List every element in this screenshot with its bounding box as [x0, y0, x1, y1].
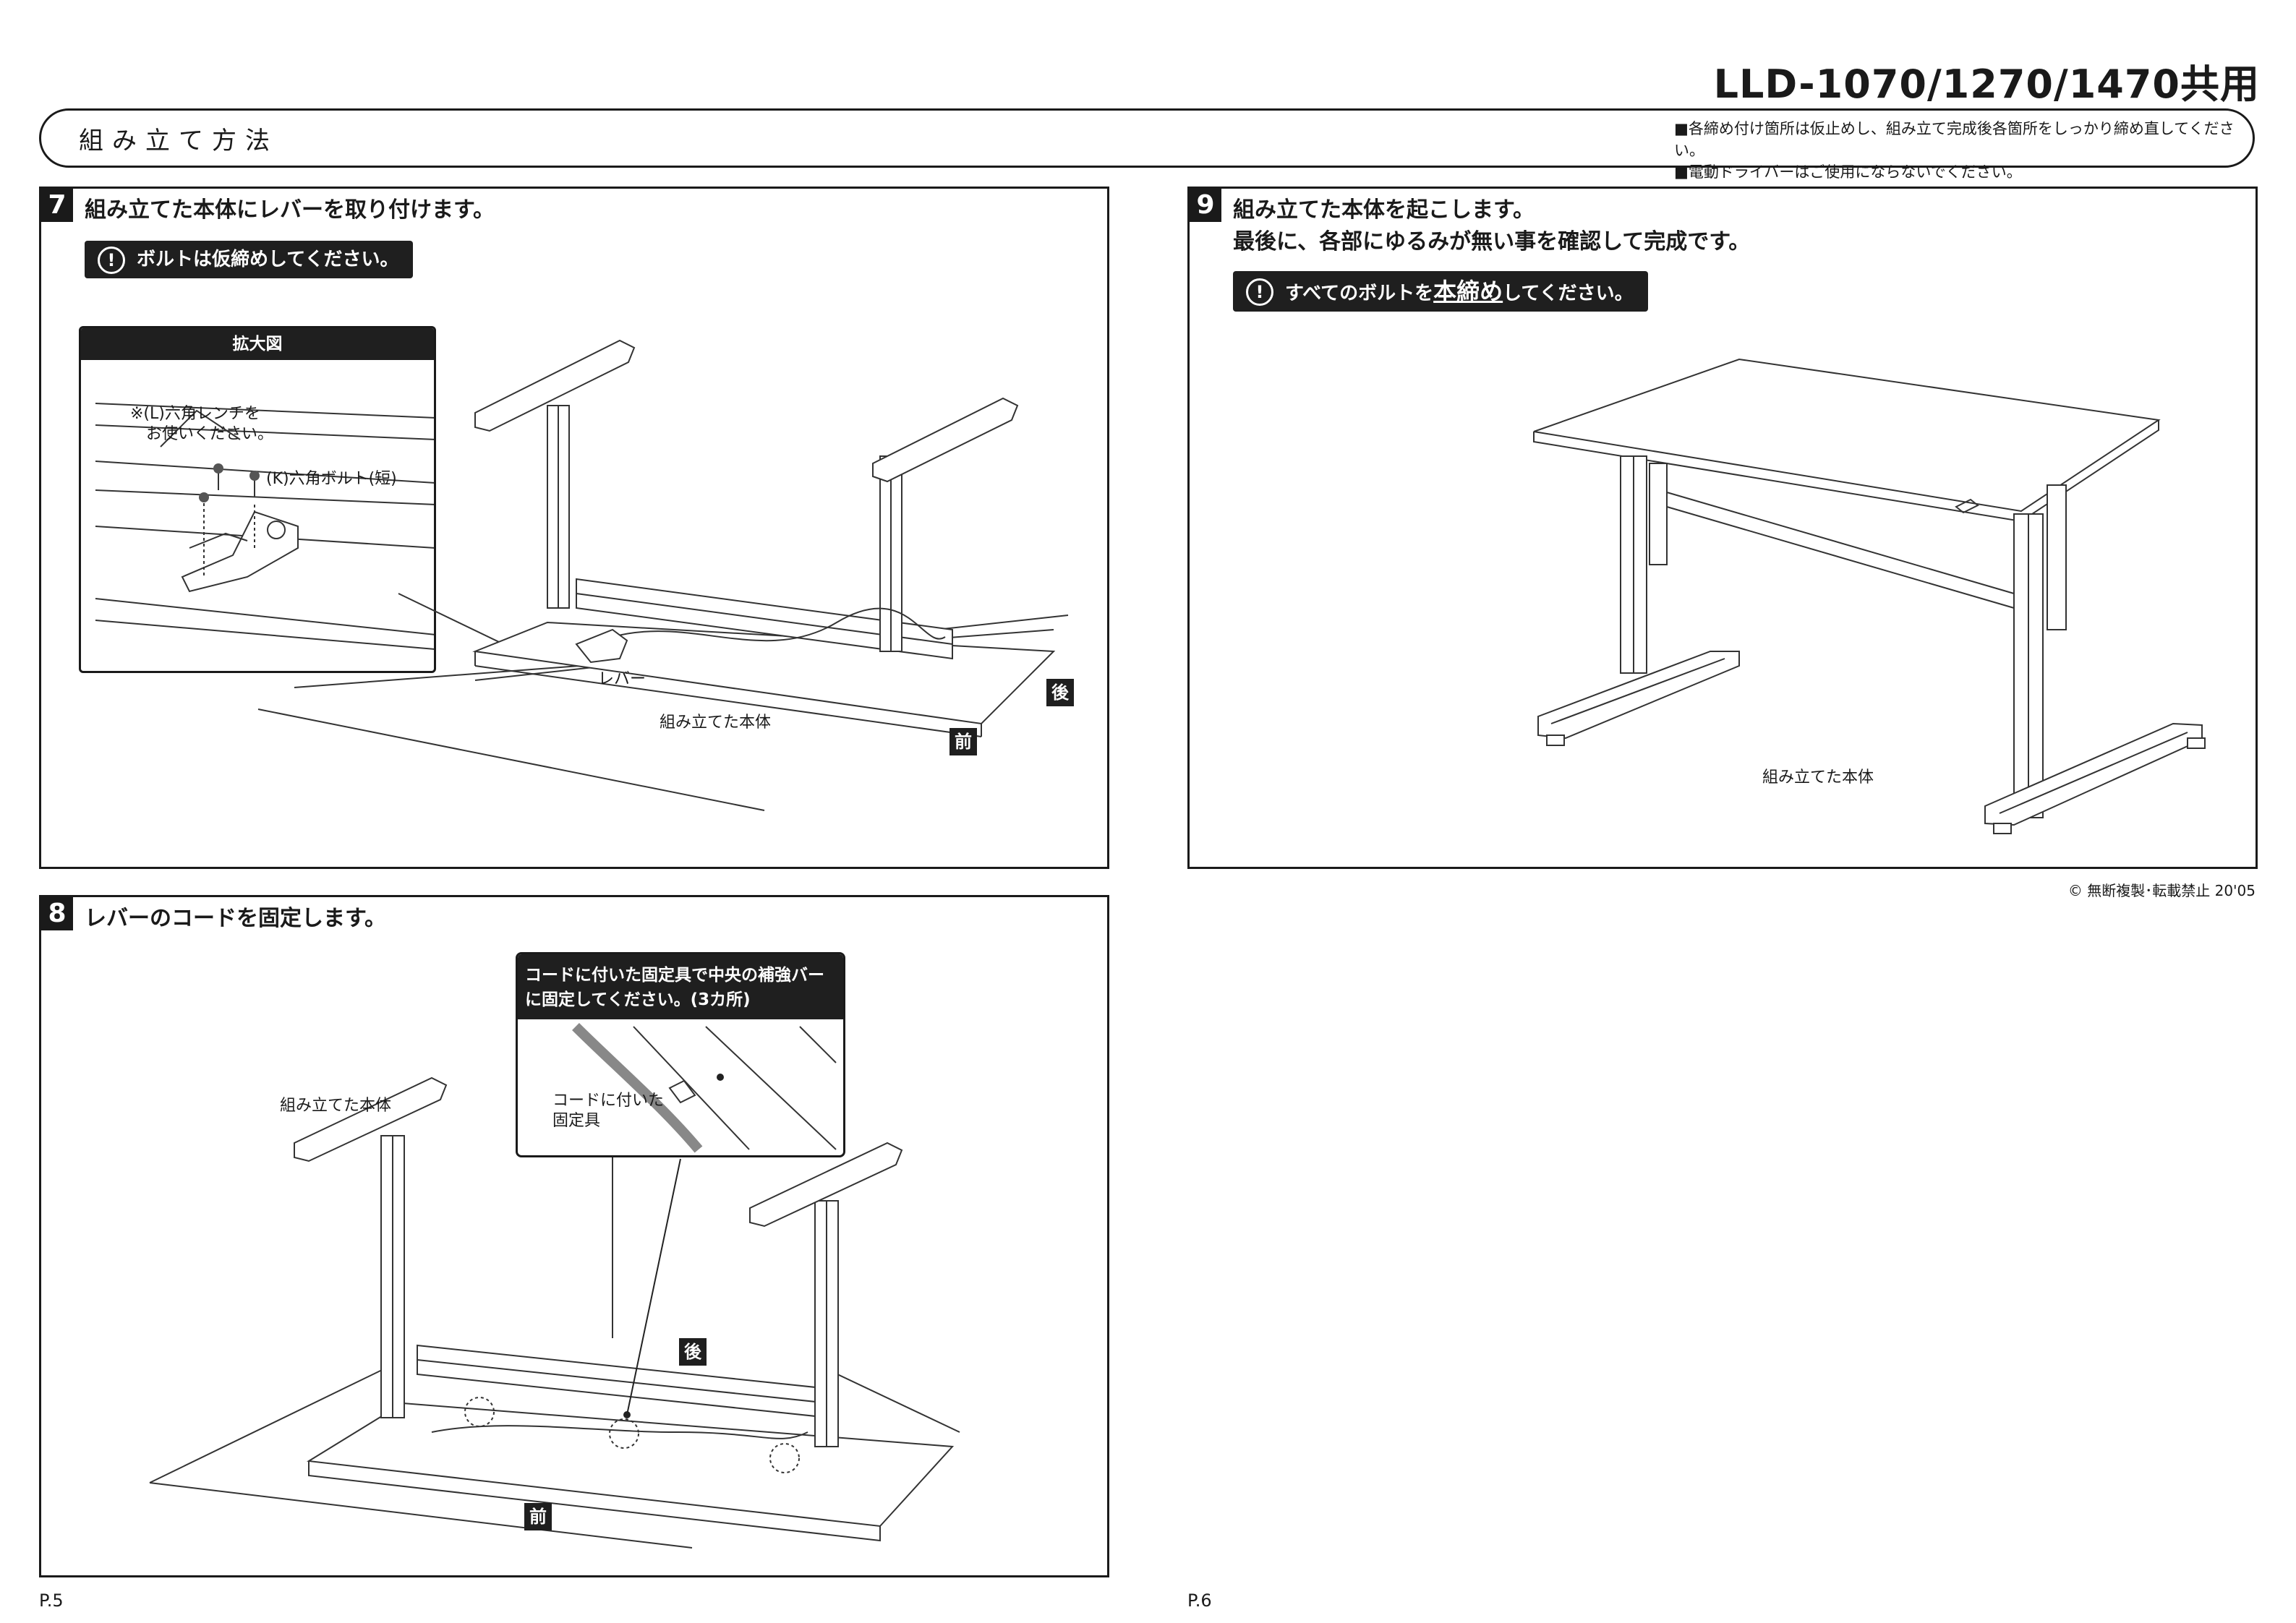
- zoom-detail-box: 拡大図: [79, 326, 436, 673]
- front-badge: 前: [524, 1503, 552, 1530]
- step-9-body-label: 組み立てた本体: [1762, 768, 1874, 787]
- step-9-panel: 9 組み立てた本体を起こします。 最後に、各部にゆるみが無い事を確認して完成です…: [1187, 187, 2258, 869]
- step-7-panel: 7 組み立てた本体にレバーを取り付けます。 ! ボルトは仮締めしてください。 拡…: [39, 187, 1109, 869]
- step-7-warning: ! ボルトは仮締めしてください。: [85, 241, 414, 278]
- step-7-illustration: [257, 339, 1069, 811]
- callout-illustration: [572, 1023, 837, 1153]
- page-number-right: P.6: [1187, 1590, 1212, 1611]
- step-7-number: 7: [41, 189, 73, 222]
- copyright: © 無断複製･転載禁止 20'05: [2067, 882, 2256, 899]
- clip-label-1: コードに付いた: [552, 1092, 665, 1110]
- zoom-title: 拡大図: [81, 328, 434, 360]
- step-8-title: レバーのコードを固定します。: [85, 906, 386, 931]
- step-7-title: 組み立てた本体にレバーを取り付けます。: [85, 197, 495, 223]
- warning-emphasis: 本締め: [1433, 278, 1503, 305]
- back-badge: 後: [1046, 679, 1074, 706]
- step-9-illustration: [1533, 358, 2206, 834]
- model-number: LLD-1070/1270/1470共用: [1713, 61, 2260, 107]
- hex-wrench-note-2: お使いください。: [146, 425, 274, 443]
- step-9-title-line-2: 最後に、各部にゆるみが無い事を確認して完成です。: [1233, 229, 1751, 254]
- page-title: 組み立て方法: [79, 127, 278, 155]
- front-badge: 前: [949, 728, 977, 755]
- step-8-body-label: 組み立てた本体: [280, 1097, 392, 1115]
- lever-label: レバー: [598, 670, 646, 688]
- exclamation-icon: !: [1246, 278, 1273, 306]
- step-8-panel: 8 レバーのコードを固定します。 コードに付いた固定具で中央の補強バー に固定し…: [39, 895, 1109, 1577]
- step-9-number: 9: [1190, 189, 1221, 222]
- step-8-illustration: [149, 1076, 960, 1549]
- header-notes: ■各締め付け箇所は仮止めし、組み立て完成後各箇所をしっかり締め直してください。 …: [1674, 118, 2253, 183]
- hex-wrench-note-1: ※(L)六角レンチを: [130, 405, 260, 423]
- clip-label-2: 固定具: [552, 1112, 601, 1130]
- header-bar: 組み立て方法 ■各締め付け箇所は仮止めし、組み立て完成後各箇所をしっかり締め直し…: [39, 108, 2255, 181]
- step-9-title-line-1: 組み立てた本体を起こします。: [1233, 197, 1535, 223]
- warning-post: してください。: [1503, 283, 1634, 304]
- step-9-warning: ! すべてのボルトを本締めしてください。: [1233, 271, 1648, 312]
- callout-header: コードに付いた固定具で中央の補強バー に固定してください。(3カ所): [518, 954, 843, 1019]
- callout-line-1: コードに付いた固定具で中央の補強バー: [525, 966, 824, 985]
- step-7-warning-text: ボルトは仮締めしてください。: [137, 249, 399, 270]
- warning-pre: すべてのボルトを: [1285, 283, 1434, 304]
- step-9-title: 組み立てた本体を起こします。 最後に、各部にゆるみが無い事を確認して完成です。: [1233, 194, 1750, 258]
- step-7-body-label: 組み立てた本体: [660, 714, 772, 732]
- exclamation-icon: !: [98, 247, 125, 274]
- step-8-number: 8: [41, 897, 73, 930]
- back-badge: 後: [679, 1338, 707, 1366]
- zoom-illustration: [95, 403, 434, 650]
- callout-line-2: に固定してください。(3カ所): [525, 990, 751, 1009]
- note-line-1: ■各締め付け箇所は仮止めし、組み立て完成後各箇所をしっかり締め直してください。: [1674, 120, 2235, 159]
- cord-clip-callout: コードに付いた固定具で中央の補強バー に固定してください。(3カ所) コードに付…: [516, 952, 845, 1157]
- bolt-label: (K)六角ボルト(短): [266, 470, 397, 488]
- page-number-left: P.5: [39, 1590, 64, 1611]
- note-line-2: ■電動ドライバーはご使用にならないでください。: [1674, 163, 2022, 181]
